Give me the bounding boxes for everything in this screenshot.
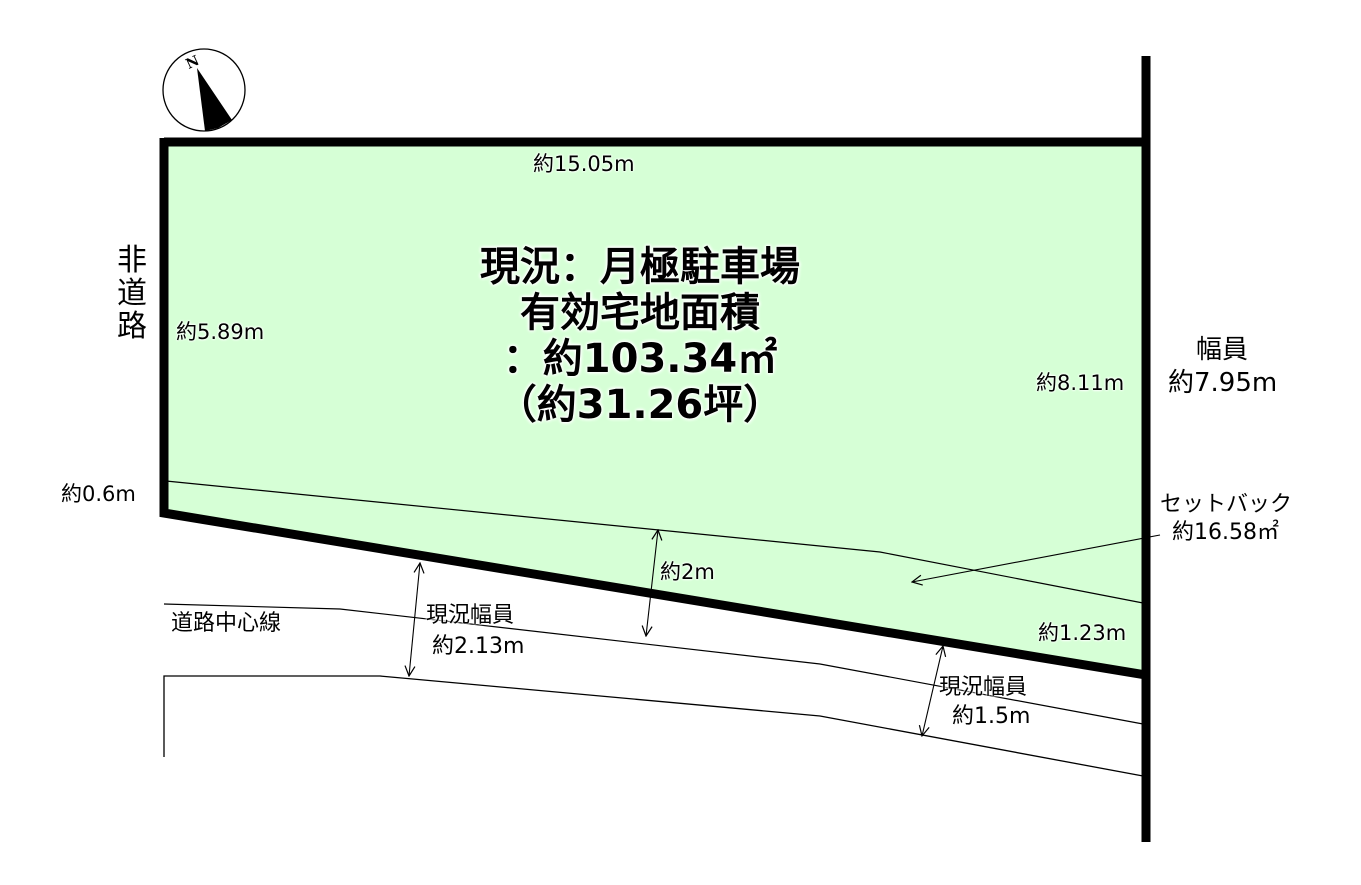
current-width-left-title: 現況幅員 (426, 603, 515, 628)
current-width-left-arrow (409, 563, 420, 676)
right-road-width-title: 幅員 (1196, 335, 1249, 365)
current-use-label: 現況：月極駐車場 (480, 244, 800, 290)
top-dimension: 約15.05m (533, 152, 635, 176)
current-width-right-arrow (922, 646, 943, 736)
current-width-left-value: 約2.13m (432, 634, 525, 659)
right-road-width-value: 約7.95m (1168, 368, 1278, 398)
right-setback-dimension: 約1.23m (1038, 621, 1127, 645)
effective-area-title: 有効宅地面積 (520, 290, 760, 336)
effective-area-tsubo: （約31.26坪） (496, 382, 784, 428)
left-dimension: 約5.89m (176, 320, 265, 344)
setback-leader-arrow (912, 534, 1161, 582)
current-width-right-value: 約1.5m (952, 704, 1031, 729)
road-centerline-label: 道路中心線 (171, 611, 282, 636)
setback-area: 約16.58㎡ (1172, 520, 1279, 545)
north-arrow-icon: N (162, 48, 246, 132)
non-road-label: 非 道 路 (117, 243, 147, 344)
road-centerline (163, 603, 1144, 725)
setback-title: セットバック (1160, 492, 1293, 517)
lot-boundary-left (159, 138, 1147, 680)
lot-summary: 現況：月極駐車場 有効宅地面積 ：約103.34㎡ （約31.26坪） (400, 244, 880, 428)
left-setback-dimension: 約0.6m (61, 482, 136, 506)
right-dimension: 約8.11m (1036, 371, 1125, 395)
effective-area-value: ：約103.34㎡ (502, 336, 778, 382)
lot-area (164, 142, 1146, 674)
current-width-right-title: 現況幅員 (939, 675, 1028, 700)
setback-line (165, 480, 1144, 604)
setback-depth-arrow (646, 530, 658, 636)
setback-depth-dimension: 約2m (660, 560, 715, 584)
